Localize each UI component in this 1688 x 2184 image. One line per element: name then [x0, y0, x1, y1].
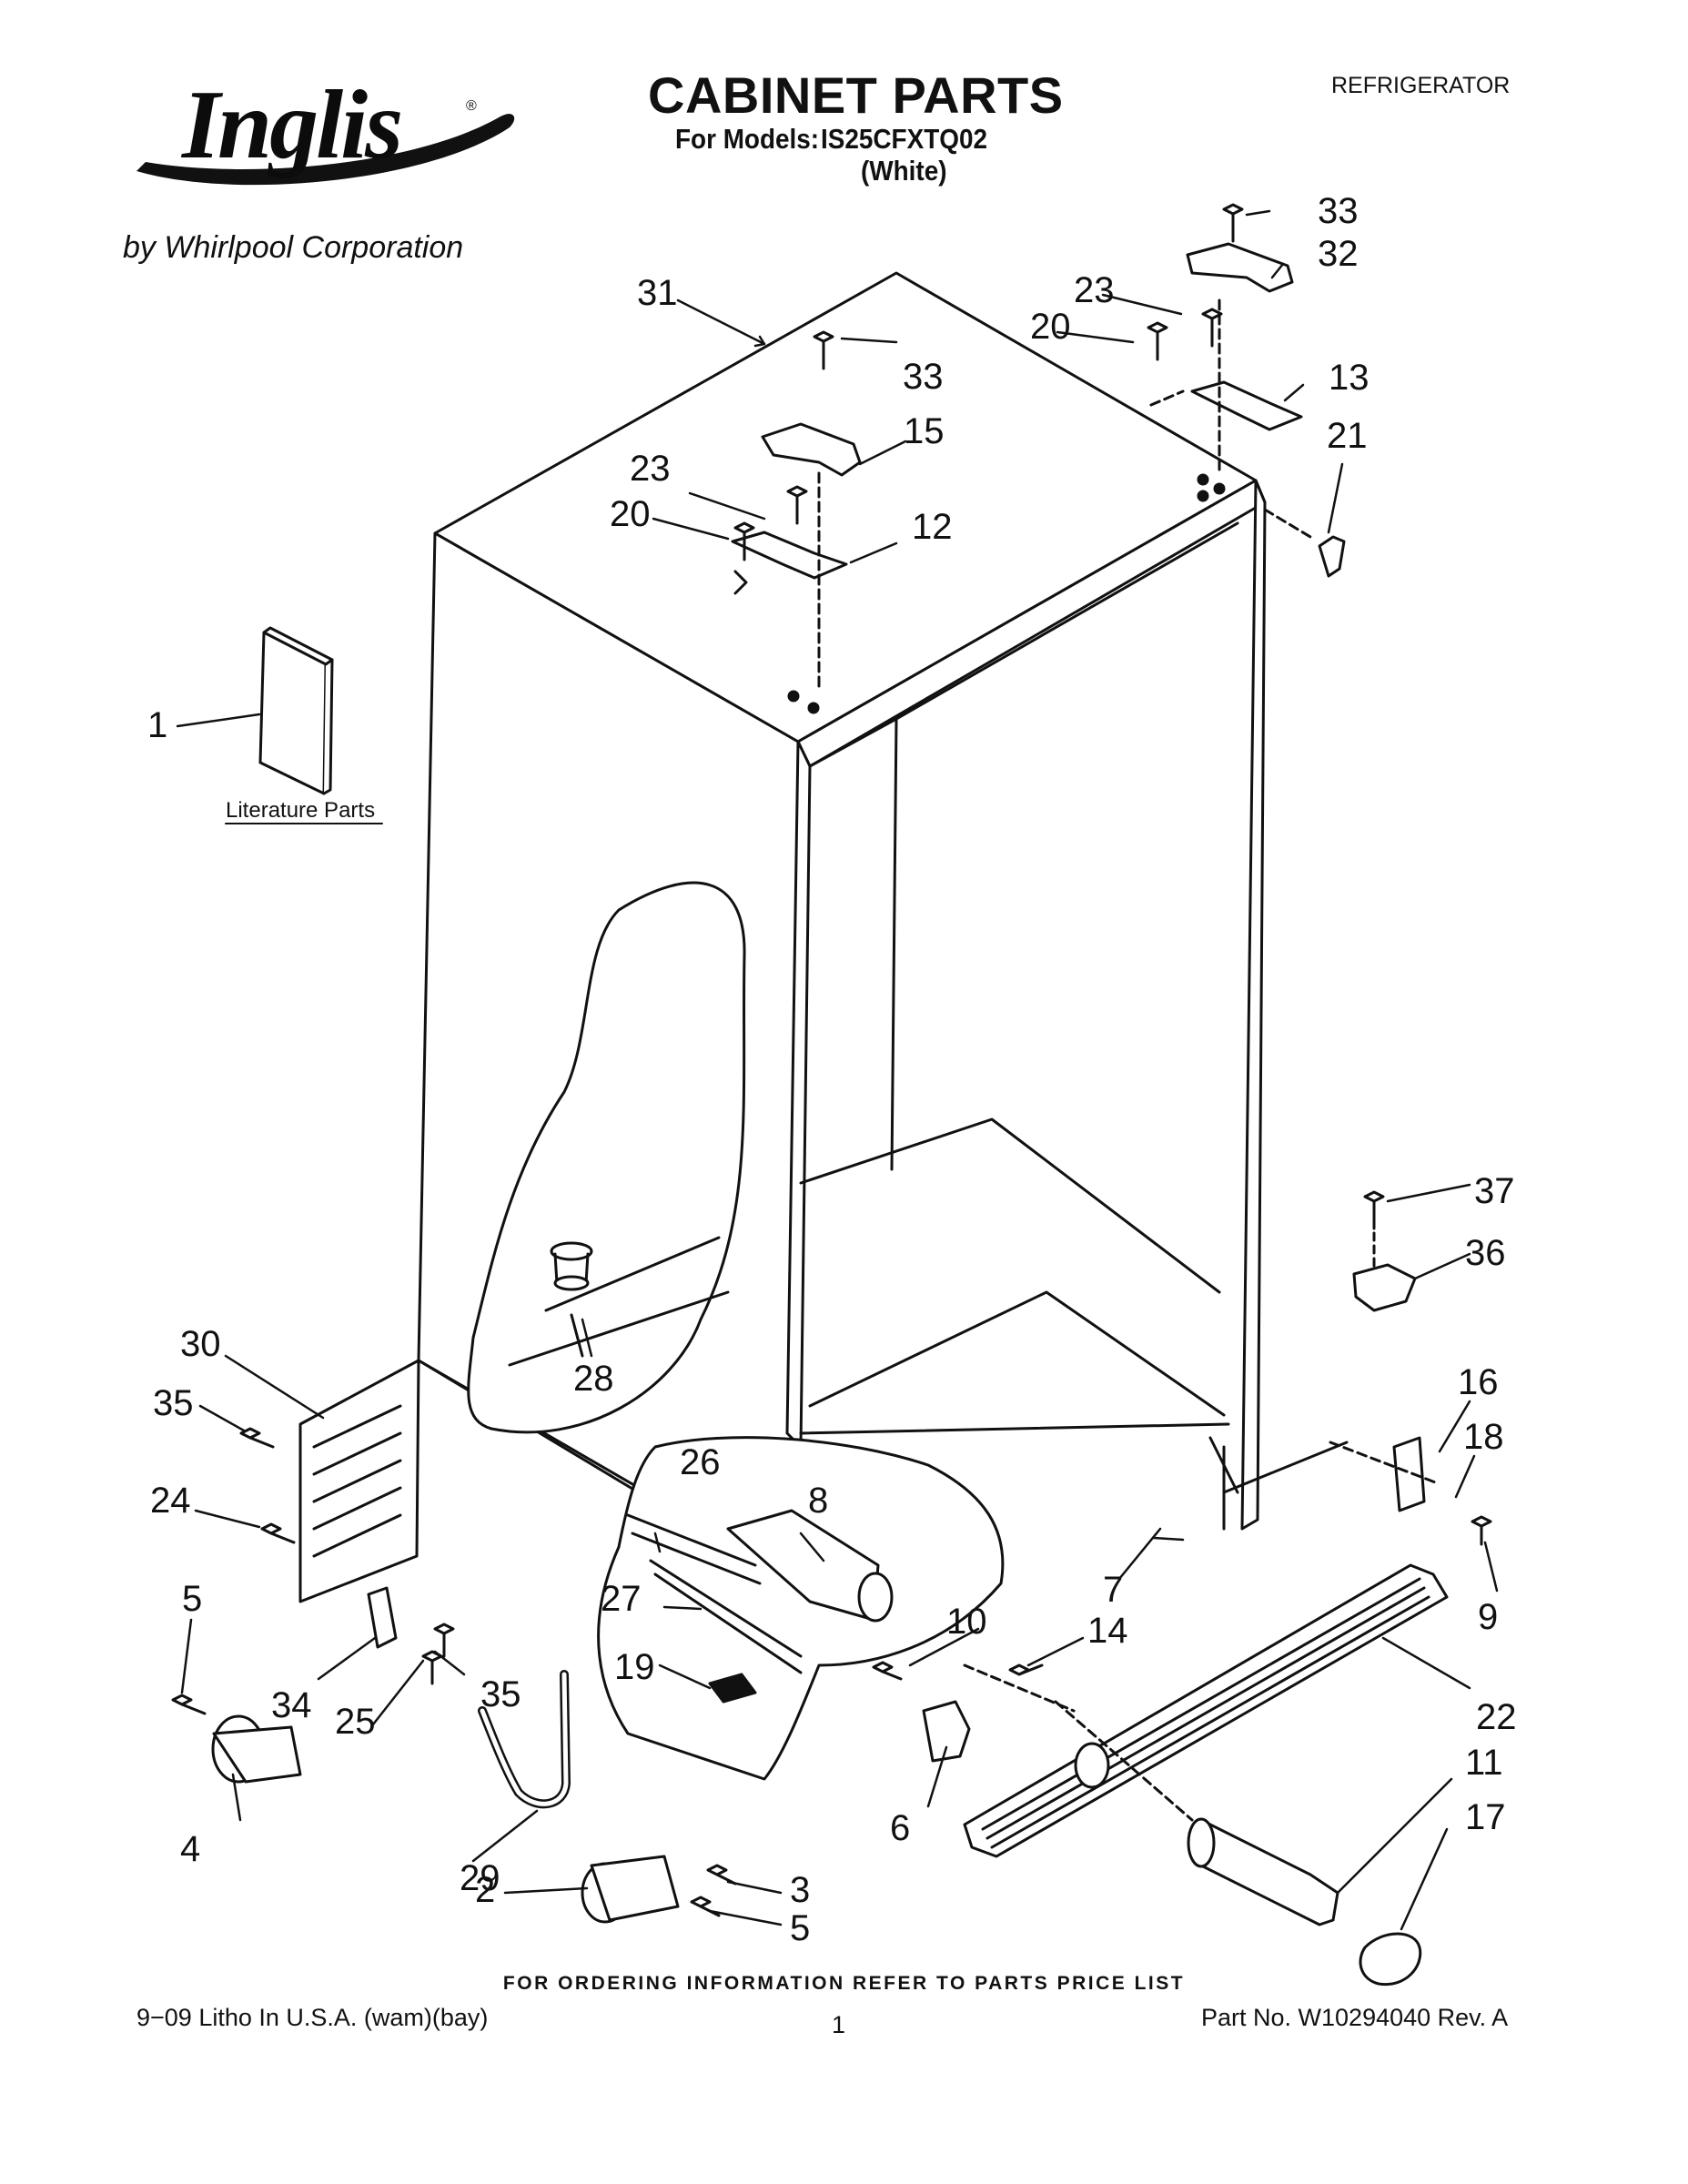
- callout-17: 17: [1465, 1797, 1506, 1837]
- callout-20b: 20: [1030, 307, 1071, 347]
- callout-28: 28: [573, 1359, 614, 1399]
- callout-18: 18: [1463, 1417, 1504, 1457]
- callout-16: 16: [1458, 1362, 1499, 1402]
- callout-14: 14: [1087, 1611, 1128, 1651]
- rear-roller-assembly: [581, 1855, 680, 1924]
- callout-32: 32: [1318, 234, 1359, 274]
- part-number: Part No. W10294040 Rev. A: [1201, 2004, 1509, 2031]
- callout-23a: 23: [630, 449, 671, 489]
- model-number: IS25CFXTQ02: [821, 123, 987, 155]
- callout-33b: 33: [1318, 191, 1359, 231]
- lower-cutaway-region: [597, 1436, 1005, 1781]
- top-left-hinge: [731, 422, 862, 693]
- callout-20a: 20: [610, 494, 651, 534]
- callout-11: 11: [1465, 1743, 1503, 1783]
- callout-23b: 23: [1074, 270, 1115, 310]
- model-color: (White): [861, 155, 947, 187]
- models-label: For Models:: [675, 123, 820, 155]
- callout-29: 29: [460, 1858, 500, 1898]
- callout-4: 4: [180, 1829, 200, 1869]
- callout-31: 31: [637, 273, 678, 313]
- callout-22: 22: [1476, 1697, 1517, 1737]
- brand-byline: by Whirlpool Corporation: [123, 230, 464, 265]
- litho-info: 9−09 Litho In U.S.A. (wam)(bay): [136, 2004, 489, 2031]
- callout-33a: 33: [903, 357, 944, 397]
- callouts: 1 2 3 4 5 5 6 7 8 9 10 11 12 13 14 15 16…: [147, 191, 1517, 1948]
- callout-24: 24: [150, 1481, 191, 1521]
- callout-7: 7: [1103, 1570, 1123, 1610]
- screws: [171, 203, 1492, 1917]
- toe-grille: [963, 1563, 1449, 1858]
- callout-2: 2: [475, 1870, 495, 1910]
- ordering-note: FOR ORDERING INFORMATION REFER TO PARTS …: [502, 1973, 1186, 1994]
- callout-12: 12: [912, 507, 953, 547]
- callout-8: 8: [808, 1481, 828, 1521]
- cutaway-region: [467, 881, 746, 1434]
- callout-5b: 5: [790, 1908, 810, 1948]
- drain-fitting: [550, 1241, 593, 1358]
- callout-35b: 35: [480, 1674, 521, 1714]
- leader-lines: [176, 209, 1499, 1931]
- callout-6: 6: [890, 1808, 910, 1848]
- page-number: 1: [832, 2011, 846, 2038]
- page-title: CABINET PARTS: [648, 66, 1064, 124]
- callout-1: 1: [147, 705, 167, 745]
- callout-13: 13: [1329, 358, 1370, 398]
- appliance-type: REFRIGERATOR: [1331, 73, 1511, 98]
- literature-parts-label: Literature Parts: [226, 798, 375, 823]
- callout-19: 19: [614, 1647, 655, 1687]
- callout-34: 34: [271, 1685, 312, 1725]
- water-filter-cartridge: [1199, 1818, 1339, 1926]
- callout-5a: 5: [182, 1579, 202, 1619]
- callout-36: 36: [1465, 1233, 1506, 1273]
- callout-15: 15: [904, 411, 945, 451]
- callout-27: 27: [601, 1579, 642, 1619]
- brand-logo: Inglis ®: [127, 64, 528, 237]
- callout-35a: 35: [153, 1383, 194, 1423]
- callout-21: 21: [1327, 416, 1368, 456]
- callout-26: 26: [680, 1442, 721, 1482]
- callout-10: 10: [946, 1602, 987, 1642]
- callout-9: 9: [1478, 1597, 1498, 1637]
- logo-swoosh-icon: [136, 114, 515, 186]
- literature-booklet: [258, 626, 334, 795]
- front-roller-assembly: [211, 1714, 302, 1784]
- callout-3: 3: [790, 1870, 810, 1910]
- top-right-hinge: [1149, 242, 1303, 475]
- callout-25: 25: [335, 1702, 376, 1742]
- logo-wordmark: Inglis: [182, 71, 403, 179]
- rear-vent-grille: [298, 1359, 420, 1603]
- registered-mark: ®: [466, 98, 477, 114]
- callout-37: 37: [1474, 1171, 1515, 1211]
- callout-30: 30: [180, 1324, 221, 1364]
